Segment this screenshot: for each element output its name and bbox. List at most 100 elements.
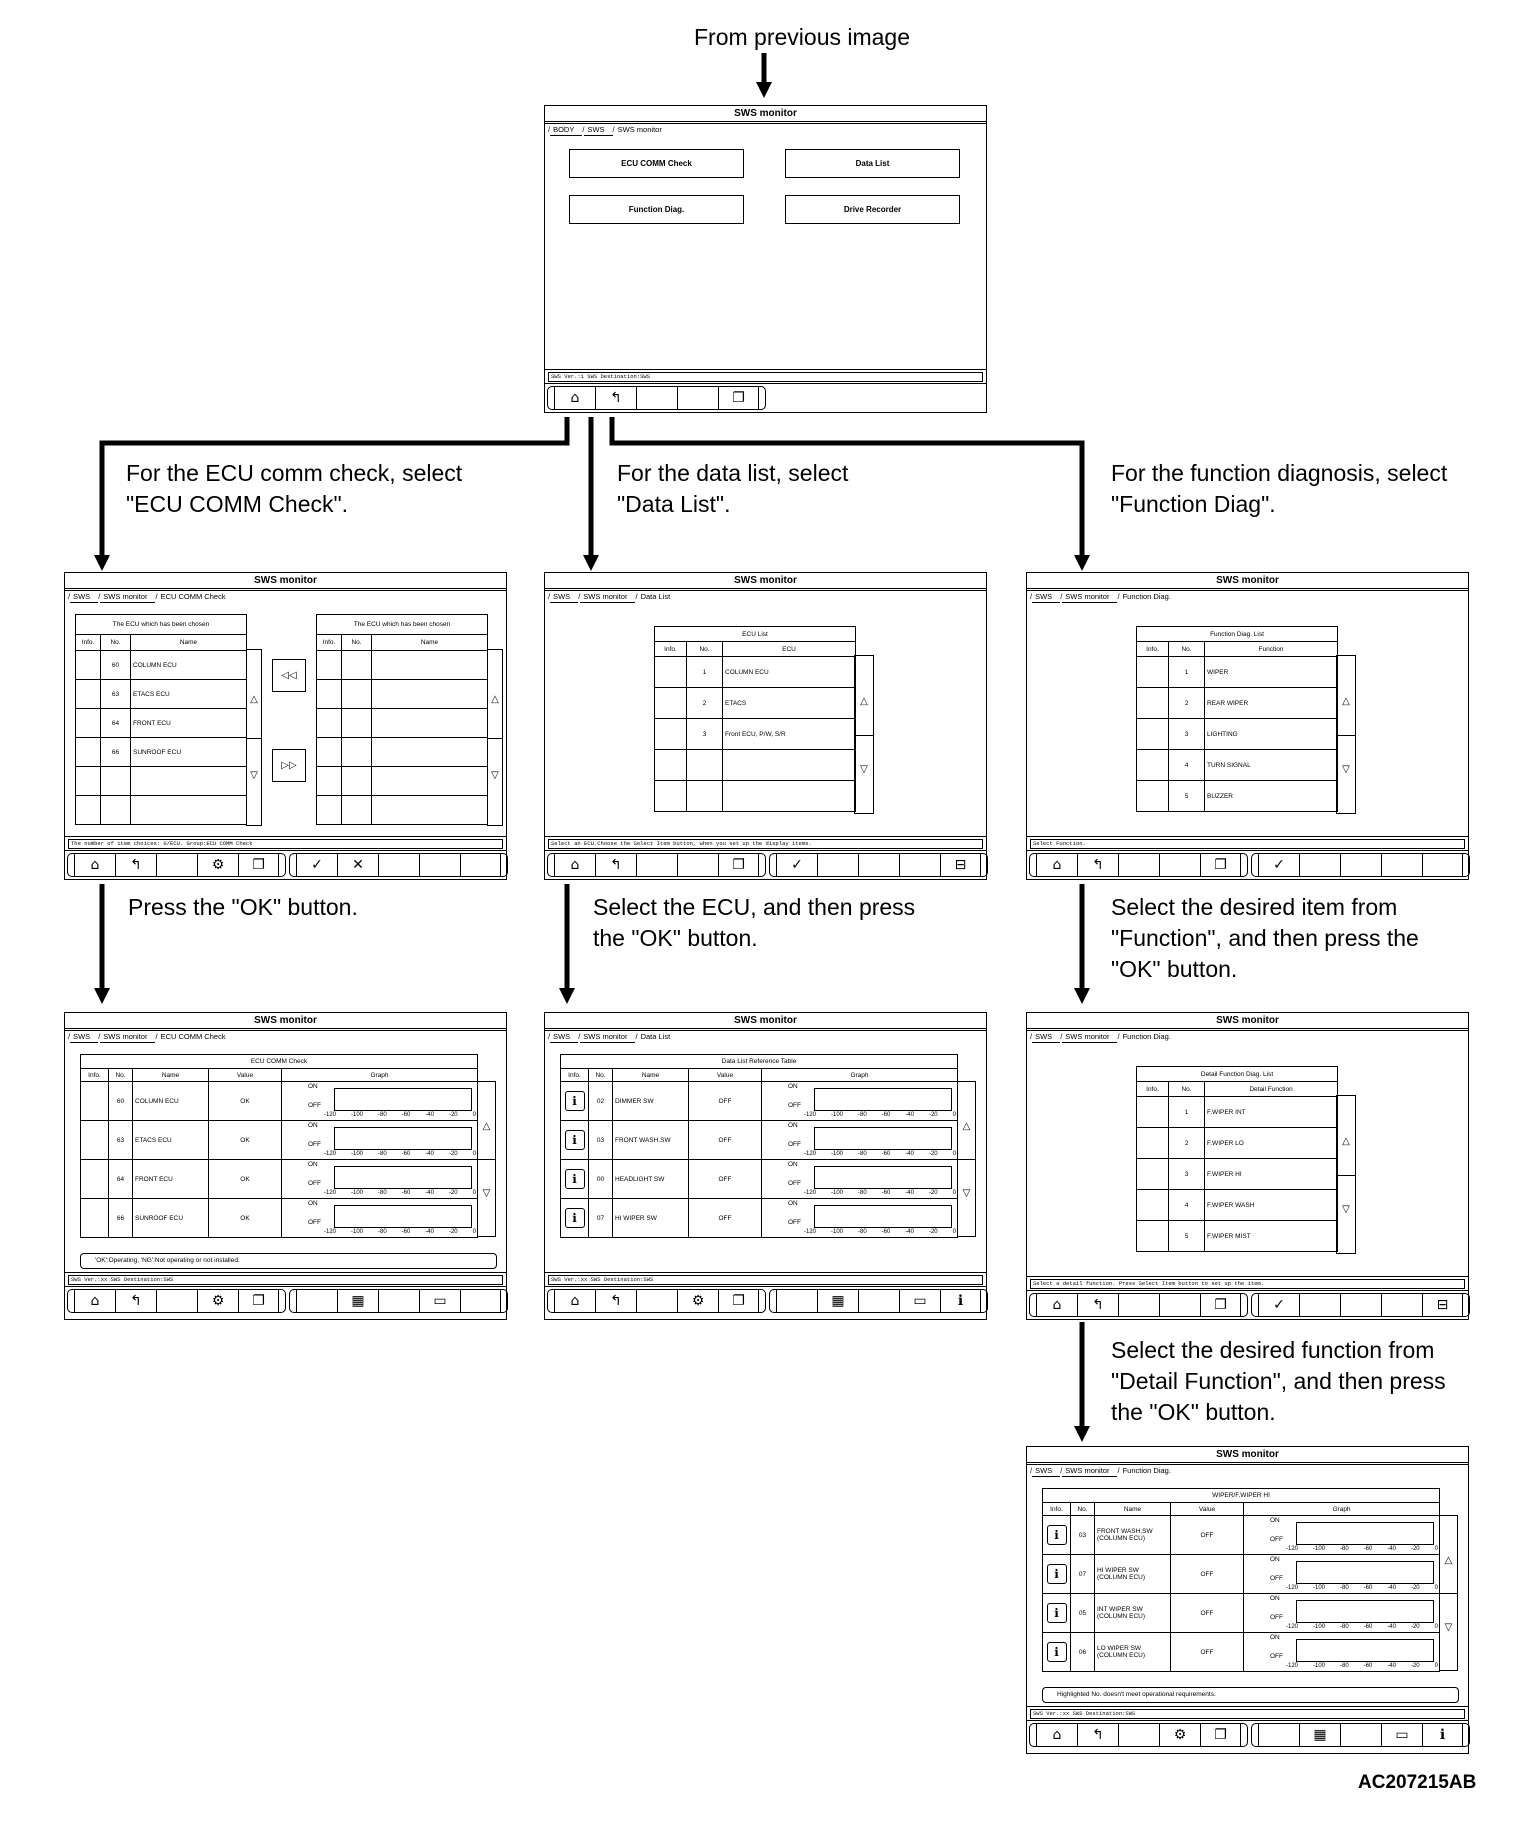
copy-button[interactable]: ❐ bbox=[1200, 1724, 1241, 1746]
blank-button[interactable] bbox=[636, 854, 677, 876]
scroll-up-button[interactable]: △ bbox=[860, 695, 868, 707]
scroll-up-button[interactable]: △ bbox=[1342, 695, 1350, 707]
scrollbar[interactable]: △▽ bbox=[1336, 1095, 1356, 1254]
blank-button[interactable] bbox=[1118, 1724, 1159, 1746]
blank-button[interactable] bbox=[1340, 854, 1381, 876]
scrollbar[interactable]: △▽ bbox=[854, 655, 874, 814]
home-button[interactable]: ⌂ bbox=[554, 1290, 595, 1312]
check-button[interactable]: ✓ bbox=[776, 854, 817, 876]
scrollbar[interactable]: △▽ bbox=[487, 649, 503, 826]
info-button[interactable]: ℹ bbox=[564, 1208, 585, 1228]
table-row[interactable] bbox=[316, 766, 488, 796]
info-button[interactable]: ℹ bbox=[1046, 1642, 1067, 1662]
scrollbar[interactable]: △▽ bbox=[477, 1081, 496, 1237]
table-button[interactable]: ▦ bbox=[817, 1290, 858, 1312]
copy-button[interactable]: ❐ bbox=[1200, 1294, 1241, 1316]
blank-button[interactable] bbox=[1118, 854, 1159, 876]
blank-button[interactable] bbox=[460, 1290, 501, 1312]
breadcrumb-tab[interactable]: SWS monitor bbox=[617, 125, 662, 134]
breadcrumb-tab[interactable]: SWS monitor bbox=[580, 1032, 636, 1043]
move-right-button[interactable]: ▷▷ bbox=[272, 749, 306, 782]
table-row[interactable] bbox=[316, 737, 488, 767]
blank-button[interactable] bbox=[156, 1290, 197, 1312]
breadcrumb-tab[interactable]: SWS bbox=[1032, 1032, 1061, 1043]
back-button[interactable]: ↰ bbox=[115, 1290, 156, 1312]
breadcrumb-tab[interactable]: BODY bbox=[550, 125, 583, 136]
scroll-down-button[interactable]: ▽ bbox=[482, 1188, 491, 1200]
table-button[interactable]: ▦ bbox=[337, 1290, 378, 1312]
back-button[interactable]: ↰ bbox=[1077, 1724, 1118, 1746]
copy-button[interactable]: ❐ bbox=[718, 1290, 759, 1312]
monitor-button[interactable]: ▭ bbox=[419, 1290, 460, 1312]
ecu-button[interactable]: ⚙ bbox=[677, 1290, 718, 1312]
data-list-button[interactable]: Data List bbox=[785, 149, 960, 178]
breadcrumb-tab[interactable]: Data List bbox=[640, 1032, 671, 1041]
scroll-up-button[interactable]: △ bbox=[962, 1121, 971, 1132]
blank-button[interactable] bbox=[419, 854, 460, 876]
scrollbar[interactable]: △▽ bbox=[246, 649, 262, 826]
back-button[interactable]: ↰ bbox=[595, 387, 636, 409]
blank-button[interactable] bbox=[1299, 854, 1340, 876]
breadcrumb-tab[interactable]: Function Diag. bbox=[1122, 1466, 1171, 1475]
blank-button[interactable] bbox=[858, 854, 899, 876]
function-diag-button[interactable]: Function Diag. bbox=[569, 195, 744, 224]
move-left-button[interactable]: ◁◁ bbox=[272, 659, 306, 692]
ecu-button[interactable]: ⚙ bbox=[197, 1290, 238, 1312]
blank-button[interactable] bbox=[636, 1290, 677, 1312]
table-row[interactable] bbox=[654, 749, 856, 781]
blank-button[interactable] bbox=[460, 854, 501, 876]
blank-button[interactable] bbox=[677, 854, 718, 876]
scroll-up-button[interactable]: △ bbox=[1444, 1555, 1453, 1566]
scroll-down-button[interactable]: ▽ bbox=[1342, 764, 1350, 776]
blank-button[interactable] bbox=[899, 854, 940, 876]
copy-button[interactable]: ❐ bbox=[1200, 854, 1241, 876]
blank-button[interactable] bbox=[156, 854, 197, 876]
ecu-comm-check-button[interactable]: ECU COMM Check bbox=[569, 149, 744, 178]
table-row[interactable] bbox=[316, 650, 488, 680]
table-button[interactable]: ▦ bbox=[1299, 1724, 1340, 1746]
home-button[interactable]: ⌂ bbox=[74, 854, 115, 876]
scroll-up-button[interactable]: △ bbox=[491, 694, 499, 706]
home-button[interactable]: ⌂ bbox=[554, 387, 595, 409]
copy-button[interactable]: ❐ bbox=[238, 1290, 279, 1312]
check-button[interactable]: ✓ bbox=[1258, 854, 1299, 876]
info-toggle-button[interactable]: ℹ bbox=[1422, 1724, 1463, 1746]
info-button[interactable]: ℹ bbox=[564, 1169, 585, 1189]
table-row[interactable] bbox=[316, 679, 488, 709]
drive-recorder-button[interactable]: Drive Recorder bbox=[785, 195, 960, 224]
table-row[interactable] bbox=[316, 708, 488, 738]
breadcrumb-tab[interactable]: SWS bbox=[70, 1032, 99, 1043]
table-row[interactable] bbox=[75, 766, 247, 796]
breadcrumb-tab[interactable]: SWS monitor bbox=[1062, 1032, 1118, 1043]
info-button[interactable]: ℹ bbox=[564, 1130, 585, 1150]
breadcrumb-tab[interactable]: SWS monitor bbox=[1062, 1466, 1118, 1477]
scroll-down-button[interactable]: ▽ bbox=[1342, 1204, 1350, 1216]
breadcrumb-tab[interactable]: SWS bbox=[1032, 592, 1061, 603]
scroll-down-button[interactable]: ▽ bbox=[1444, 1622, 1453, 1634]
blank-button[interactable] bbox=[1422, 854, 1463, 876]
copy-button[interactable]: ❐ bbox=[718, 854, 759, 876]
scrollbar[interactable]: △▽ bbox=[1439, 1515, 1458, 1671]
back-button[interactable]: ↰ bbox=[1077, 1294, 1118, 1316]
breadcrumb-tab[interactable]: ECU COMM Check bbox=[160, 592, 226, 601]
blank-button[interactable] bbox=[776, 1290, 817, 1312]
breadcrumb-tab[interactable]: SWS monitor bbox=[100, 1032, 156, 1043]
breadcrumb-tab[interactable]: SWS monitor bbox=[100, 592, 156, 603]
home-button[interactable]: ⌂ bbox=[554, 854, 595, 876]
blank-button[interactable] bbox=[1258, 1724, 1299, 1746]
breadcrumb-tab[interactable]: Data List bbox=[640, 592, 671, 601]
scrollbar[interactable]: △▽ bbox=[1336, 655, 1356, 814]
home-button[interactable]: ⌂ bbox=[1036, 1294, 1077, 1316]
